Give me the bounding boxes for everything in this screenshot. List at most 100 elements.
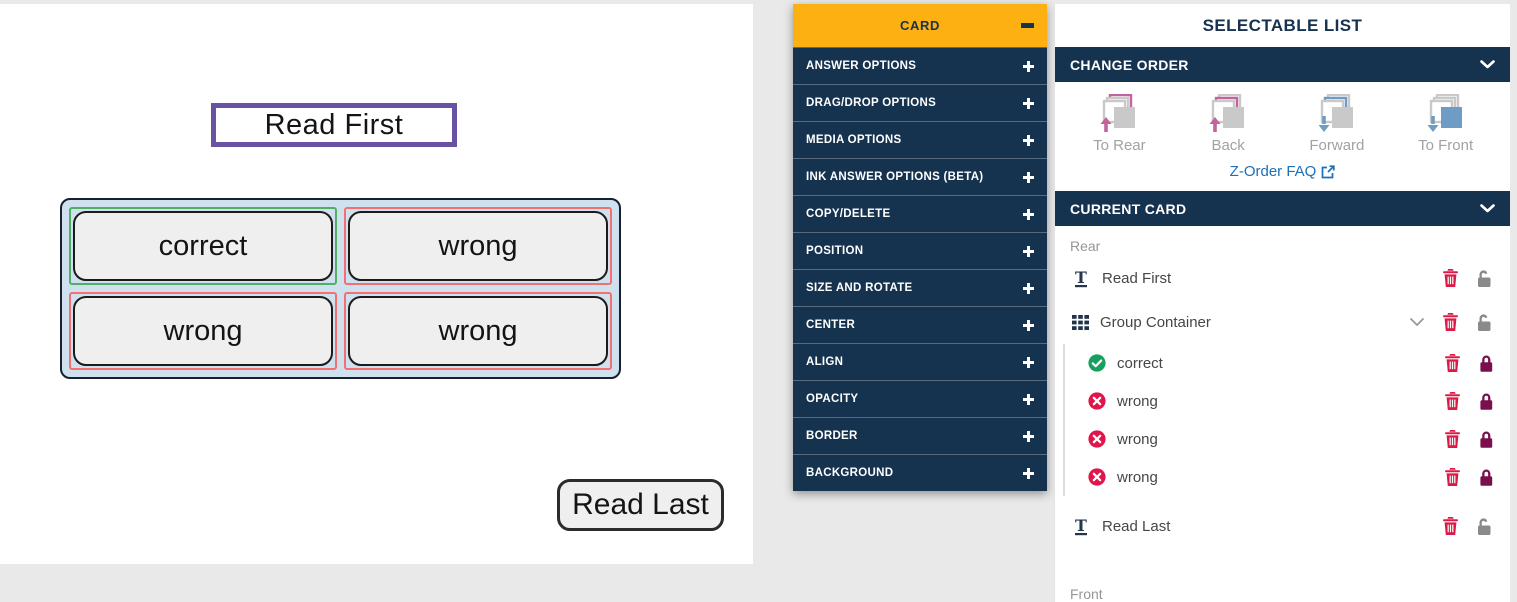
lock-open-icon[interactable] xyxy=(1477,313,1492,332)
lock-closed-icon[interactable] xyxy=(1479,468,1494,487)
trash-icon[interactable] xyxy=(1445,430,1460,448)
trash-icon[interactable] xyxy=(1445,468,1460,486)
group-grid-icon xyxy=(1072,314,1089,330)
layer-row-group-container[interactable]: Group Container xyxy=(1055,300,1510,344)
answer-correct[interactable]: correct xyxy=(69,207,337,285)
answer-wrong-1[interactable]: wrong xyxy=(344,207,612,285)
rear-zone-label: Rear xyxy=(1070,238,1101,254)
to-rear-button[interactable]: To Rear xyxy=(1074,94,1164,154)
menu-item-ink-answer-options[interactable]: INK ANSWER OPTIONS (BETA) xyxy=(793,158,1047,195)
answer-button: wrong xyxy=(73,296,333,366)
lock-open-icon[interactable] xyxy=(1477,517,1492,536)
back-label: Back xyxy=(1211,137,1245,154)
read-first-text: Read First xyxy=(264,108,404,141)
section-change-order[interactable]: CHANGE ORDER xyxy=(1055,47,1510,82)
layer-row-read-first[interactable]: T Read First xyxy=(1055,256,1510,300)
chevron-down-icon xyxy=(1480,204,1495,213)
menu-item-label: DRAG/DROP OPTIONS xyxy=(806,97,937,109)
layer-row-wrong-1[interactable]: wrong xyxy=(1065,382,1510,420)
section-label: CURRENT CARD xyxy=(1070,200,1187,217)
menu-item-label: CENTER xyxy=(806,319,856,331)
text-layer-icon: T xyxy=(1072,268,1091,288)
svg-text:T: T xyxy=(1075,516,1087,535)
answer-label: wrong xyxy=(163,314,243,347)
to-front-label: To Front xyxy=(1418,137,1474,154)
forward-button[interactable]: Forward xyxy=(1292,94,1382,154)
menu-item-position[interactable]: POSITION xyxy=(793,232,1047,269)
menu-title: CARD xyxy=(900,18,940,33)
canvas-text-read-first[interactable]: Read First xyxy=(211,103,457,147)
menu-item-align[interactable]: ALIGN xyxy=(793,343,1047,380)
plus-icon xyxy=(1023,97,1034,109)
to-rear-label: To Rear xyxy=(1093,137,1146,154)
trash-icon[interactable] xyxy=(1445,354,1460,372)
wrong-x-icon xyxy=(1088,392,1106,410)
back-button[interactable]: Back xyxy=(1183,94,1273,154)
layer-row-read-last[interactable]: T Read Last xyxy=(1055,504,1510,548)
menu-header-card[interactable]: CARD xyxy=(793,4,1047,47)
layer-row-wrong-2[interactable]: wrong xyxy=(1065,420,1510,458)
layer-row-correct[interactable]: correct xyxy=(1065,344,1510,382)
trash-icon[interactable] xyxy=(1443,269,1458,287)
answer-button: correct xyxy=(73,211,333,281)
card-canvas: Read First correct wrong wrong wrong Rea… xyxy=(0,4,753,564)
answer-wrong-2[interactable]: wrong xyxy=(69,292,337,370)
menu-item-size-and-rotate[interactable]: SIZE AND ROTATE xyxy=(793,269,1047,306)
plus-icon xyxy=(1023,60,1034,72)
layer-row-wrong-3[interactable]: wrong xyxy=(1065,458,1510,496)
svg-text:T: T xyxy=(1075,268,1087,287)
plus-icon xyxy=(1023,467,1034,479)
plus-icon xyxy=(1023,171,1034,183)
wrong-x-icon xyxy=(1088,430,1106,448)
plus-icon xyxy=(1023,282,1034,294)
front-zone-label: Front xyxy=(1070,586,1103,602)
plus-icon xyxy=(1023,430,1034,442)
menu-item-copy-delete[interactable]: COPY/DELETE xyxy=(793,195,1047,232)
lock-open-icon[interactable] xyxy=(1477,269,1492,288)
chevron-down-icon xyxy=(1480,60,1495,69)
z-order-faq-link[interactable]: Z-Order FAQ xyxy=(1055,156,1510,191)
lock-closed-icon[interactable] xyxy=(1479,430,1494,449)
faq-label: Z-Order FAQ xyxy=(1229,163,1317,180)
answer-label: wrong xyxy=(438,314,518,347)
trash-icon[interactable] xyxy=(1443,313,1458,331)
menu-item-border[interactable]: BORDER xyxy=(793,417,1047,454)
menu-item-opacity[interactable]: OPACITY xyxy=(793,380,1047,417)
correct-check-icon xyxy=(1088,354,1106,372)
plus-icon xyxy=(1023,356,1034,368)
menu-item-label: INK ANSWER OPTIONS (BETA) xyxy=(806,171,984,183)
lock-closed-icon[interactable] xyxy=(1479,354,1494,373)
answer-button: wrong xyxy=(348,296,608,366)
trash-icon[interactable] xyxy=(1443,517,1458,535)
text-layer-icon: T xyxy=(1072,516,1091,536)
menu-item-label: ANSWER OPTIONS xyxy=(806,60,917,72)
menu-item-media-options[interactable]: MEDIA OPTIONS xyxy=(793,121,1047,158)
to-front-icon xyxy=(1425,94,1467,134)
collapse-minus-icon xyxy=(1021,23,1034,28)
lock-closed-icon[interactable] xyxy=(1479,392,1494,411)
menu-item-center[interactable]: CENTER xyxy=(793,306,1047,343)
answer-wrong-3[interactable]: wrong xyxy=(344,292,612,370)
layer-label: Group Container xyxy=(1100,313,1211,331)
change-order-buttons: To Rear Back Forward xyxy=(1055,82,1510,156)
card-tools-menu: CARD ANSWER OPTIONS DRAG/DROP OPTIONS ME… xyxy=(793,4,1047,491)
menu-item-background[interactable]: BACKGROUND xyxy=(793,454,1047,491)
layer-label: Read Last xyxy=(1102,517,1171,535)
to-rear-icon xyxy=(1098,94,1140,134)
menu-item-answer-options[interactable]: ANSWER OPTIONS xyxy=(793,47,1047,84)
trash-icon[interactable] xyxy=(1445,392,1460,410)
plus-icon xyxy=(1023,393,1034,405)
to-front-button[interactable]: To Front xyxy=(1401,94,1491,154)
forward-label: Forward xyxy=(1309,137,1365,154)
layer-label: wrong xyxy=(1117,468,1158,486)
canvas-text-read-last[interactable]: Read Last xyxy=(557,479,724,531)
menu-item-drag-drop-options[interactable]: DRAG/DROP OPTIONS xyxy=(793,84,1047,121)
wrong-x-icon xyxy=(1088,468,1106,486)
menu-item-label: BACKGROUND xyxy=(806,467,894,479)
answer-label: correct xyxy=(158,229,248,262)
section-current-card[interactable]: CURRENT CARD xyxy=(1055,191,1510,226)
menu-item-label: MEDIA OPTIONS xyxy=(806,134,902,146)
menu-item-label: OPACITY xyxy=(806,393,859,405)
expand-chevron-icon[interactable] xyxy=(1410,317,1424,327)
canvas-group-container[interactable]: correct wrong wrong wrong xyxy=(60,198,621,379)
